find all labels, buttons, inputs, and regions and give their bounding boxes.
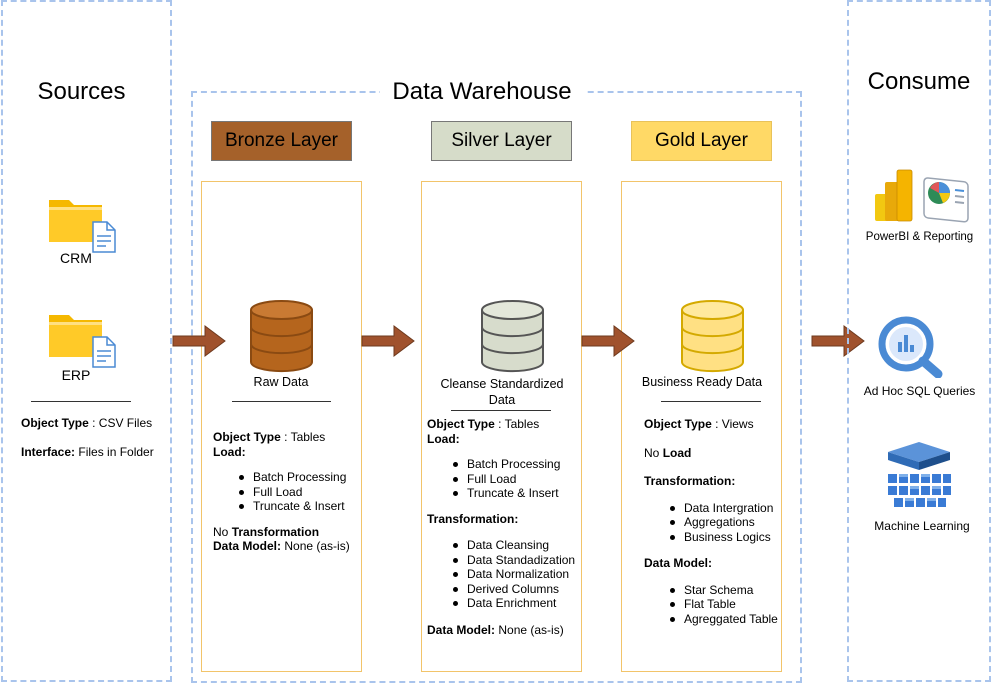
silver-database-icon <box>480 299 545 373</box>
list-item: Data Cleansing <box>451 538 577 553</box>
gold-layer-panel <box>621 181 782 672</box>
list-item: Agreggated Table <box>668 612 780 627</box>
bronze-details: Object Type : Tables Load: Batch Process… <box>213 430 358 554</box>
bronze-database-icon <box>249 299 314 373</box>
list-item: Full Load <box>451 472 577 487</box>
arrow-bronze-to-silver <box>361 325 415 357</box>
arrow-sources-to-bronze <box>172 325 226 357</box>
powerbi-icon <box>871 168 971 224</box>
gold-divider <box>661 401 761 402</box>
silver-divider <box>451 410 551 411</box>
list-item: Batch Processing <box>237 470 358 485</box>
crm-folder-icon <box>48 196 118 254</box>
gold-transformation-list: Data Intergration Aggregations Business … <box>668 501 780 545</box>
gold-database-icon <box>680 299 745 373</box>
crm-label: CRM <box>60 250 92 266</box>
gold-layer-header: Gold Layer <box>631 121 772 161</box>
list-item: Data Normalization <box>451 567 577 582</box>
consume-title: Consume <box>867 68 971 95</box>
list-item: Flat Table <box>668 597 780 612</box>
sql-queries-label: Ad Hoc SQL Queries <box>863 384 976 398</box>
bronze-layer-panel <box>201 181 362 672</box>
list-item: Full Load <box>237 485 358 500</box>
gold-transformation-heading: Transformation: <box>644 474 736 488</box>
sources-interface: Interface: Files in Folder <box>21 445 171 460</box>
bronze-transformation: No Transformation <box>213 524 320 539</box>
list-item: Data Standadization <box>451 553 577 568</box>
sources-container <box>1 0 172 682</box>
list-item: Data Enrichment <box>451 596 577 611</box>
list-item: Truncate & Insert <box>451 486 577 501</box>
list-item: Derived Columns <box>451 582 577 597</box>
sources-title: Sources <box>37 78 126 105</box>
machine-learning-label: Machine Learning <box>874 519 970 533</box>
list-item: Data Intergration <box>668 501 780 516</box>
silver-db-label: Cleanse Standardized Data <box>440 377 564 407</box>
warehouse-title: Data Warehouse <box>380 78 584 106</box>
bigquery-icon <box>878 316 944 379</box>
arrow-silver-to-gold <box>581 325 635 357</box>
gold-object-type: Object Type : Views <box>644 417 754 431</box>
object-type-value: : CSV Files <box>88 416 153 430</box>
bronze-load-list: Batch Processing Full Load Truncate & In… <box>237 470 358 514</box>
erp-label: ERP <box>61 367 91 383</box>
bronze-object-type: Object Type : Tables <box>213 430 326 444</box>
list-item: Star Schema <box>668 583 780 598</box>
silver-load-list: Batch Processing Full Load Truncate & In… <box>451 457 577 501</box>
bronze-layer-header: Bronze Layer <box>211 121 352 161</box>
silver-details: Object Type : Tables Load: Batch Process… <box>427 417 577 637</box>
arrow-gold-to-consume <box>811 325 865 357</box>
object-type-label: Object Type <box>21 416 89 430</box>
interface-value: Files in Folder <box>75 445 154 459</box>
consume-container <box>847 0 991 682</box>
interface-label: Interface: <box>21 445 76 459</box>
bronze-load-heading: Load: <box>213 444 246 459</box>
bronze-data-model: Data Model: None (as-is) <box>213 539 350 553</box>
list-item: Business Logics <box>668 530 780 545</box>
machine-learning-icon <box>884 440 954 514</box>
bronze-db-label: Raw Data <box>253 375 309 389</box>
list-item: Batch Processing <box>451 457 577 472</box>
powerbi-label: PowerBI & Reporting <box>865 231 974 243</box>
gold-load: No Load <box>644 445 692 460</box>
silver-transformation-list: Data Cleansing Data Standadization Data … <box>451 538 577 611</box>
silver-data-model: Data Model: None (as-is) <box>427 622 564 637</box>
silver-layer-panel <box>421 181 582 672</box>
bronze-divider <box>232 401 331 402</box>
gold-details: Object Type : Views No Load Transformati… <box>644 417 780 626</box>
sources-object-type: Object Type : CSV Files <box>21 416 171 431</box>
list-item: Aggregations <box>668 515 780 530</box>
silver-layer-header: Silver Layer <box>431 121 572 161</box>
erp-folder-icon <box>48 311 118 369</box>
silver-transformation-heading: Transformation: <box>427 511 519 526</box>
silver-load-heading: Load: <box>427 431 460 446</box>
gold-db-label: Business Ready Data <box>641 375 763 389</box>
gold-data-model-heading: Data Model: <box>644 556 713 570</box>
sources-divider <box>31 401 131 402</box>
gold-data-model-list: Star Schema Flat Table Agreggated Table <box>668 583 780 627</box>
silver-object-type: Object Type : Tables <box>427 417 540 431</box>
list-item: Truncate & Insert <box>237 499 358 514</box>
